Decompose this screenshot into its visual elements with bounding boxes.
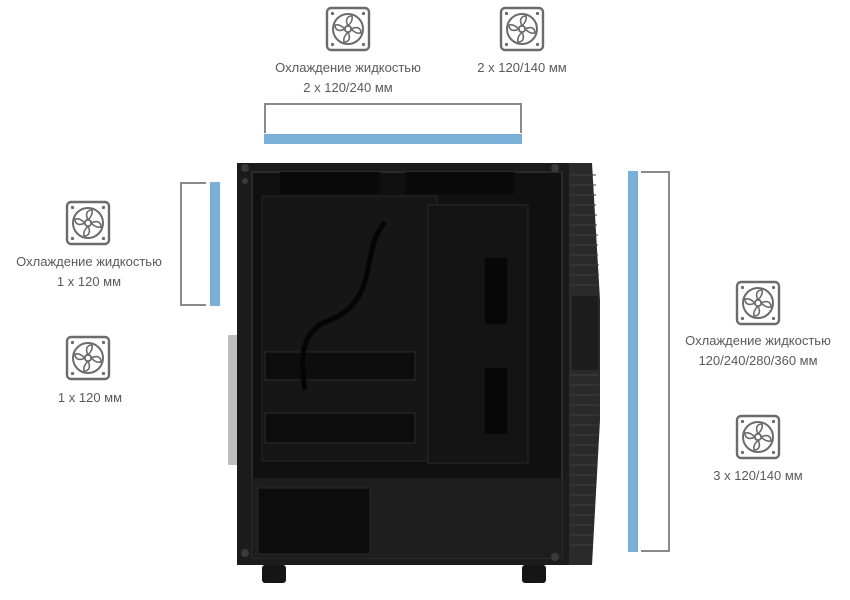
top-mount-bar (264, 134, 522, 144)
front-grille (570, 174, 599, 546)
psu-window (257, 487, 371, 555)
front-fan-size: 3 x 120/140 мм (713, 468, 803, 483)
top-liquid-title: Охлаждение жидкостью (275, 60, 421, 75)
rear-liquid-fan-icon (65, 200, 111, 246)
front-liquid-title: Охлаждение жидкостью (685, 333, 831, 348)
top-fan-label: 2 x 120/140 мм (452, 58, 592, 78)
expansion-slot-2 (264, 412, 416, 444)
top-fan-icon (499, 6, 545, 52)
top-liquid-size: 2 x 120/240 мм (303, 80, 393, 95)
cable-cutout-1 (485, 258, 507, 324)
cable (300, 220, 387, 391)
rear-liquid-size: 1 x 120 мм (56, 274, 122, 289)
case-feet (262, 565, 546, 583)
front-liquid-size: 120/240/280/360 мм (698, 353, 818, 368)
rear-mount-bar (210, 182, 220, 306)
rear-fan-icon (65, 335, 111, 381)
rear-liquid-label: Охлаждение жидкостью 1 x 120 мм (0, 252, 178, 292)
rear-bracket (180, 182, 206, 306)
front-mount-bar (628, 171, 638, 552)
front-logo-strip (572, 296, 598, 370)
drive-cage (427, 204, 529, 464)
top-liquid-fan-icon (325, 6, 371, 52)
front-liquid-fan-icon (735, 280, 781, 326)
thumb-screws (241, 164, 559, 561)
front-fan-label: 3 x 120/140 мм (688, 466, 828, 486)
front-liquid-label: Охлаждение жидкостью 120/240/280/360 мм (672, 331, 844, 371)
top-liquid-label: Охлаждение жидкостью 2 x 120/240 мм (248, 58, 448, 98)
rear-fan-label: 1 x 120 мм (30, 388, 150, 408)
expansion-slot-1 (264, 351, 416, 381)
cable-cutout-2 (485, 368, 507, 434)
top-fans (280, 172, 515, 194)
front-fan-icon (735, 414, 781, 460)
rear-fan-size: 1 x 120 мм (57, 390, 123, 405)
top-bracket (264, 103, 522, 133)
rear-liquid-title: Охлаждение жидкостью (16, 254, 162, 269)
front-bracket (641, 171, 670, 552)
top-fan-size: 2 x 120/140 мм (477, 60, 567, 75)
